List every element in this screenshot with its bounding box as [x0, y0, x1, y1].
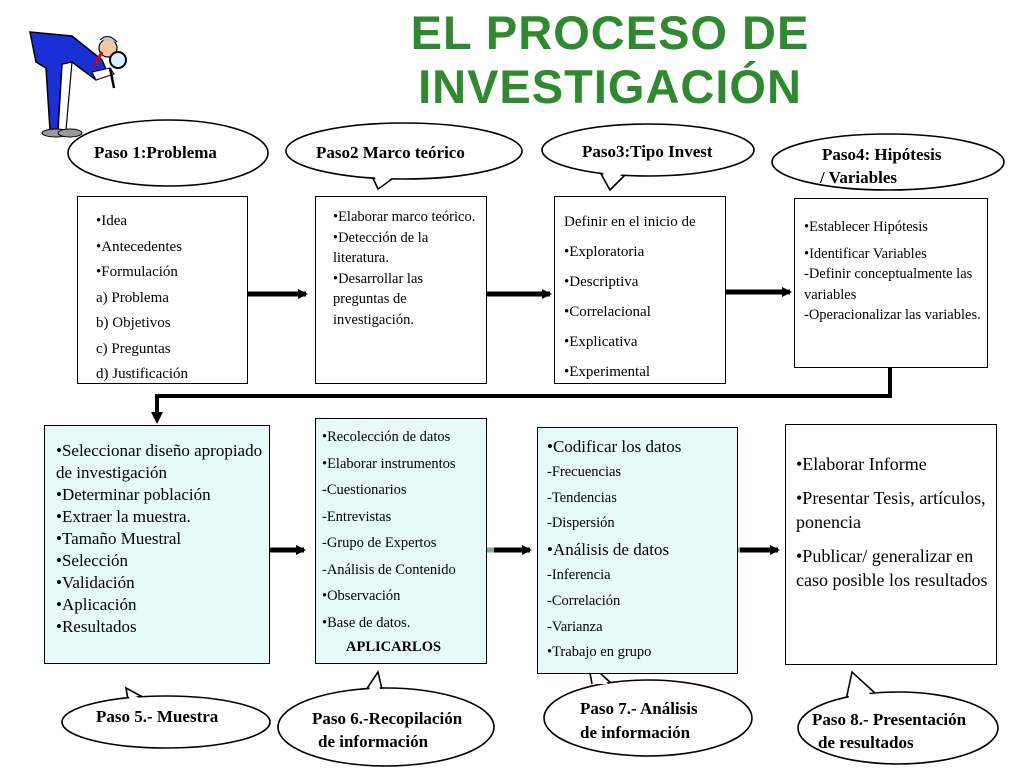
step-8-box: •Elaborar Informe •Presentar Tesis, artí…: [785, 424, 997, 665]
step-5-item: •Aplicación: [56, 595, 137, 614]
step-4-item: -Definir conceptualmente las variables: [804, 266, 973, 303]
step-2-item: •Desarrollar las preguntas de investigac…: [333, 270, 424, 328]
step-4-item: •Establecer Hipótesis: [804, 219, 928, 235]
step-2-label: Paso2 Marco teórico: [316, 143, 465, 162]
step-7-label-line-1: Paso 7.- Análisis: [580, 699, 698, 718]
step-6-box: •Recolección de datos •Elaborar instrume…: [315, 418, 487, 664]
step-1-item: •Formulación: [96, 264, 178, 280]
step-4-label-line-2: / Variables: [820, 168, 897, 187]
step-8-item: •Presentar Tesis, artículos, ponencia: [796, 488, 986, 532]
connector-4-5: [155, 368, 892, 414]
step-5-item: •Determinar población: [56, 485, 211, 504]
step-7-item: -Inferencia: [547, 567, 611, 584]
step-2-box: •Elaborar marco teórico. •Detección de l…: [315, 196, 487, 384]
step-7-item: -Dispersión: [547, 515, 615, 532]
step-3-item: •Experimental: [564, 364, 651, 380]
step-5-item: •Selección: [56, 551, 129, 570]
step-7-label-line-2: de información: [580, 723, 691, 742]
step-1-item: d) Justificación: [96, 366, 189, 382]
step-3-item: •Explicativa: [564, 334, 638, 350]
step-3-box: Definir en el inicio de •Exploratoria •D…: [554, 196, 726, 384]
step-2-item: •Elaborar marco teórico.: [333, 209, 476, 225]
callout-step-8: [797, 670, 999, 765]
step-2-item: •Detección de la literatura.: [333, 229, 429, 267]
step-7-item: •Análisis de datos: [547, 540, 670, 560]
step-4-item: •Identificar Variables: [804, 245, 927, 262]
step-3-item: •Correlacional: [564, 304, 651, 320]
step-4-label-line-1: Paso4: Hipótesis: [822, 145, 942, 164]
callout-step-1: [67, 119, 269, 187]
step-1-item: a) Problema: [96, 289, 169, 306]
step-5-item: •Extraer la muestra.: [56, 507, 191, 526]
step-1-item: •Idea: [96, 213, 128, 229]
step-7-item: •Codificar los datos: [547, 437, 682, 456]
step-7-item: -Frecuencias: [547, 464, 622, 480]
step-6-label-line-2: de información: [318, 732, 429, 751]
step-6-item: -Cuestionarios: [322, 482, 407, 498]
step-6-item: -Entrevistas: [322, 508, 392, 525]
step-8-label-line-2: de resultados: [818, 733, 914, 752]
title-line-1: EL PROCESO DE: [410, 6, 810, 59]
step-5-item: •Tamaño Muestral: [56, 529, 182, 548]
step-8-item: •Elaborar Informe: [796, 454, 927, 474]
step-7-box: •Codificar los datos -Frecuencias -Tende…: [537, 427, 738, 674]
step-6-item: •Elaborar instrumentos: [322, 455, 456, 472]
step-3-item: Definir en el inicio de: [564, 214, 696, 230]
step-7-item: •Trabajo en grupo: [547, 644, 652, 661]
callout-step-2: [285, 122, 523, 191]
step-5-label: Paso 5.- Muestra: [96, 707, 219, 726]
step-6-item: -Grupo de Expertos: [322, 535, 437, 551]
step-7-item: -Tendencias: [547, 489, 617, 506]
step-8-item: •Publicar/ generalizar en caso posible l…: [796, 546, 988, 590]
callout-step-6: [277, 670, 495, 767]
step-6-footer: APLICARLOS: [346, 639, 442, 655]
step-5-box: •Seleccionar diseño apropiado de investi…: [44, 425, 270, 664]
step-1-item: •Antecedentes: [96, 238, 183, 255]
step-4-box: •Establecer Hipótesis •Identificar Varia…: [794, 198, 988, 368]
step-8-label-line-1: Paso 8.- Presentación: [812, 710, 967, 729]
step-1-item: c) Preguntas: [96, 340, 171, 357]
step-6-item: -Análisis de Contenido: [322, 561, 456, 578]
detective-magnifier-icon: [29, 31, 127, 138]
step-7-item: -Correlación: [547, 592, 621, 609]
step-5-item: •Validación: [56, 573, 135, 592]
step-5-item: •Resultados: [56, 617, 137, 636]
title-line-2: INVESTIGACIÓN: [418, 60, 802, 113]
step-1-box: •Idea •Antecedentes •Formulación a) Prob…: [77, 196, 248, 384]
step-6-item: •Base de datos.: [322, 614, 411, 631]
step-1-label: Paso 1:Problema: [94, 143, 217, 162]
step-3-item: •Descriptiva: [564, 274, 639, 290]
callout-step-5: [61, 686, 271, 749]
step-7-item: -Varianza: [547, 618, 603, 635]
step-6-item: •Observación: [322, 588, 401, 604]
step-3-item: •Exploratoria: [564, 244, 645, 260]
step-3-label: Paso3:Tipo Invest: [582, 142, 713, 161]
callout-step-3: [541, 123, 755, 192]
step-6-item: •Recolección de datos: [322, 429, 451, 445]
step-6-label-line-1: Paso 6.-Recopilación: [312, 709, 463, 728]
callout-step-4: [771, 133, 1005, 191]
step-4-item: -Operacionalizar las variables.: [804, 307, 981, 323]
step-1-item: b) Objetivos: [96, 315, 171, 331]
step-5-item: •Seleccionar diseño apropiado de investi…: [56, 441, 263, 482]
